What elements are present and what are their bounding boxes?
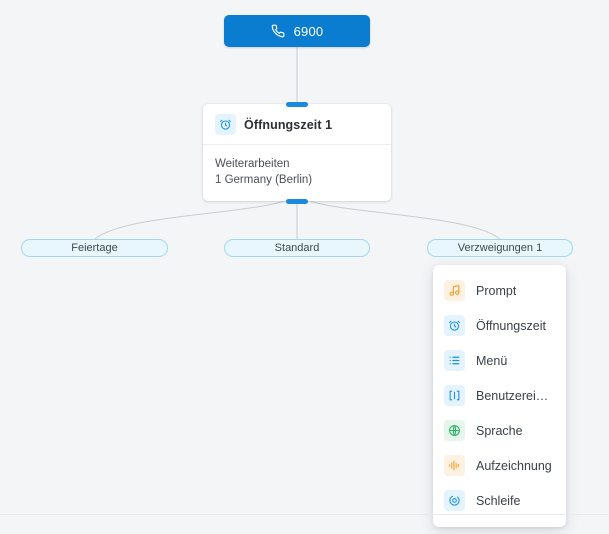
root-node-6900[interactable]: 6900 xyxy=(224,15,370,47)
node-title: Öffnungszeit 1 xyxy=(244,117,333,132)
menu-item-label: Menü xyxy=(476,353,508,368)
node-body: Weiterarbeiten 1 Germany (Berlin) xyxy=(203,145,391,201)
node-header: Öffnungszeit 1 xyxy=(203,104,391,145)
branch-pill-feiertage[interactable]: Feiertage xyxy=(21,239,168,257)
list-icon xyxy=(444,350,465,371)
menu-item-prompt[interactable]: Prompt xyxy=(433,273,566,308)
bottom-divider xyxy=(0,514,609,515)
menu-item-label: Prompt xyxy=(476,283,517,298)
alarm-clock-icon xyxy=(215,114,236,135)
node-type-menu[interactable]: Prompt Öffnungszeit Menü xyxy=(433,265,566,527)
waveform-icon xyxy=(444,455,465,476)
menu-item-schleife[interactable]: Schleife xyxy=(433,483,566,518)
branch-pill-label: Feiertage xyxy=(71,242,118,254)
globe-icon xyxy=(444,420,465,441)
opening-hours-node[interactable]: Öffnungszeit 1 Weiterarbeiten 1 Germany … xyxy=(203,101,391,204)
branch-pill-verzweigungen[interactable]: Verzweigungen 1 xyxy=(427,239,573,257)
music-note-icon xyxy=(444,280,465,301)
menu-item-label: Schleife xyxy=(476,493,521,508)
menu-item-label: Sprache xyxy=(476,423,523,438)
alarm-clock-icon xyxy=(444,315,465,336)
menu-item-oeffnungszeit[interactable]: Öffnungszeit xyxy=(433,308,566,343)
menu-item-benutzereingabe[interactable]: Benutzereing... xyxy=(433,378,566,413)
root-node-label: 6900 xyxy=(293,23,324,39)
branch-pill-label: Standard xyxy=(274,242,320,254)
branch-pill-standard[interactable]: Standard xyxy=(224,239,370,257)
node-body-line-2: 1 Germany (Berlin) xyxy=(215,174,313,186)
node-handle-top[interactable] xyxy=(286,101,308,107)
loop-icon xyxy=(444,490,465,511)
node-handle-bottom[interactable] xyxy=(286,198,308,204)
menu-item-menue[interactable]: Menü xyxy=(433,343,566,378)
menu-item-label: Benutzereing... xyxy=(476,388,555,403)
branch-pill-label: Verzweigungen 1 xyxy=(457,242,543,254)
user-input-icon xyxy=(444,385,465,406)
menu-item-aufzeichnung[interactable]: Aufzeichnung xyxy=(433,448,566,483)
phone-icon xyxy=(271,24,285,38)
menu-item-label: Aufzeichnung xyxy=(476,458,552,473)
menu-item-sprache[interactable]: Sprache xyxy=(433,413,566,448)
menu-item-label: Öffnungszeit xyxy=(476,318,546,333)
node-body-line-1: Weiterarbeiten xyxy=(215,158,290,170)
